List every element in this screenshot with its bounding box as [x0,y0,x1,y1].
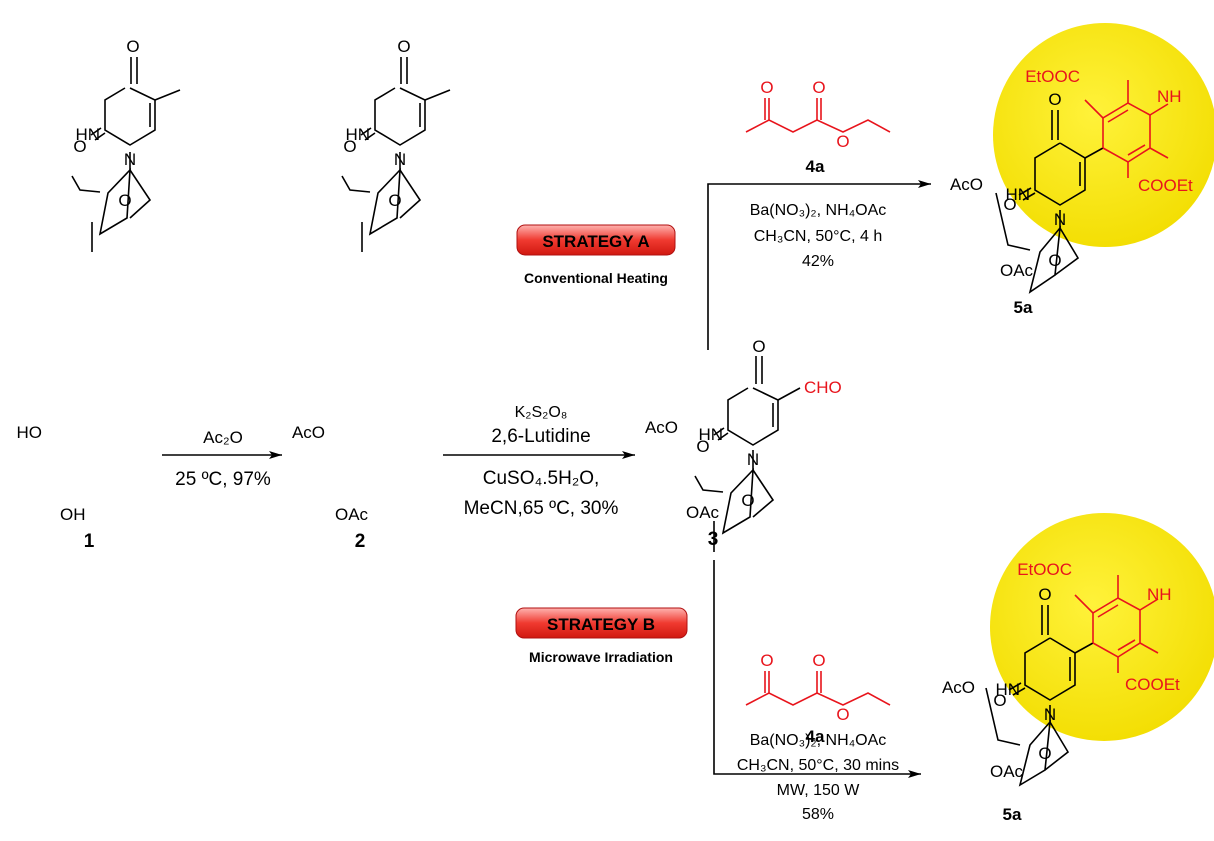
c4a-top-o2: O [812,78,825,97]
c5a-top-cooet: COOEt [1138,176,1193,195]
step1-conditions: 25 ºC, 97% [175,469,271,490]
c3-o-ring: O [741,491,754,510]
c3-hn: HN [698,425,723,444]
step1-reagent: Ac₂O [203,428,243,447]
c3-oac: OAc [686,503,720,522]
step2-solvent: MeCN,65 ºC, 30% [464,498,619,519]
compound-4a-bottom [745,671,891,706]
compound-5a-top-label: 5a [1014,298,1033,317]
strategy-a-yield: 42% [802,253,834,270]
c3-n: N [747,450,759,469]
c5a-top-o-left: O [1003,195,1016,214]
c3-cho: CHO [804,378,842,397]
compound-4a-top-label: 4a [806,157,825,176]
compound-4a-bottom-label: 4a [806,727,825,746]
c1-o-top: O [126,37,139,56]
step2-base: 2,6-Lutidine [491,426,590,447]
c1-o-left: O [73,137,86,156]
compound-2 [341,57,451,252]
c2-n: N [394,150,406,169]
strategy-b-badge [515,607,688,639]
c3-aco: AcO [645,418,678,437]
c5a-top-n: N [1054,210,1066,229]
c3-o-top: O [752,337,765,356]
c5a-bottom-oac: OAc [990,762,1024,781]
c1-ho: HO [17,423,43,442]
c5a-top-o-ring: O [1048,251,1061,270]
c5a-bottom-o-ring: O [1038,744,1051,763]
c2-o-top: O [397,37,410,56]
strategy-a-badge [516,224,676,256]
compound-1 [71,57,181,252]
c5a-top-oac: OAc [1000,261,1034,280]
c2-hn: HN [345,125,370,144]
arrow-strategy-a [707,180,931,350]
strategy-b-reagents: Ba(NO₃)₂, NH₄OAc [750,732,887,749]
compound-5a-bottom [985,575,1159,787]
strategy-a-conditions: CH₃CN, 50°C, 4 h [754,228,883,245]
c2-oac: OAc [335,505,369,524]
c5a-bottom-o-left: O [993,691,1006,710]
c1-o-ring: O [118,191,131,210]
compound-4a-top [745,98,891,133]
c5a-bottom-hn: HN [995,680,1020,699]
c4a-bottom-o2: O [812,651,825,670]
compound-5a-top [995,80,1169,294]
c4a-top-o1: O [760,78,773,97]
compound-3 [694,356,801,552]
c5a-top-hn: HN [1005,185,1030,204]
c5a-top-aco: AcO [950,175,983,194]
c1-hn: HN [75,125,100,144]
c5a-bottom-etooc: EtOOC [1017,560,1072,579]
c5a-top-o-top: O [1048,90,1061,109]
arrow-strategy-b [713,560,921,778]
c3-o-left: O [696,437,709,456]
c1-oh: OH [60,505,86,524]
c5a-bottom-cooet: COOEt [1125,675,1180,694]
compound-3-label: 3 [708,529,719,550]
c4a-bottom-o3: O [836,705,849,724]
highlight-sphere-bottom [990,513,1214,741]
strategy-b-subtitle: Microwave Irradiation [529,649,673,665]
strategy-b-yield: 58% [802,806,834,823]
strategy-a-subtitle: Conventional Heating [524,270,668,286]
c4a-bottom-o1: O [760,651,773,670]
c5a-bottom-o-top: O [1038,585,1051,604]
c5a-bottom-n: N [1044,705,1056,724]
step2-catalyst: CuSO₄.5H₂O, [483,468,600,489]
step2-oxidant: K₂S₂O₈ [515,404,568,421]
c5a-top-nh: NH [1157,87,1182,106]
c5a-bottom-nh: NH [1147,585,1172,604]
c2-aco: AcO [292,423,325,442]
strategy-b-energy: MW, 150 W [777,782,861,799]
c1-n: N [124,150,136,169]
strategy-a-badge-text: STRATEGY A [542,232,649,251]
compound-2-label: 2 [355,531,366,552]
c4a-top-o3: O [836,132,849,151]
compound-1-label: 1 [84,531,95,552]
c5a-top-etooc: EtOOC [1025,67,1080,86]
c2-o-ring: O [388,191,401,210]
compound-5a-bottom-label: 5a [1003,805,1022,824]
c5a-bottom-aco: AcO [942,678,975,697]
strategy-b-conditions: CH₃CN, 50°C, 30 mins [737,757,899,774]
strategy-b-badge-text: STRATEGY B [547,615,655,634]
c2-o-left: O [343,137,356,156]
strategy-a-reagents: Ba(NO₃)₂, NH₄OAc [750,202,887,219]
